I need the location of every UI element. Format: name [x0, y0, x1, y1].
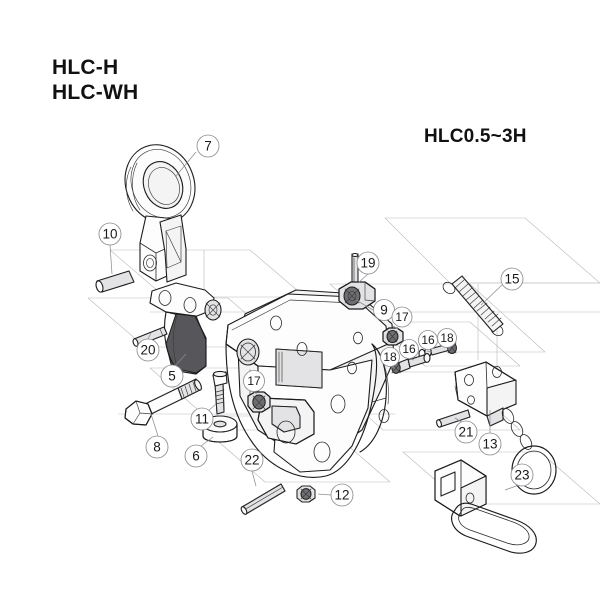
callout-17-lower-label: 17 — [247, 374, 261, 388]
callout-18-right-label: 18 — [440, 331, 454, 345]
callout-22[interactable]: 22 — [240, 448, 264, 472]
callout-12-label: 12 — [334, 488, 349, 503]
callout-17-upper[interactable]: 17 — [391, 306, 413, 328]
callout-10[interactable]: 10 — [98, 222, 122, 246]
part-hex-bolt-8 — [124, 378, 202, 426]
part-latch-assembly-13 — [454, 361, 557, 495]
callout-17-upper-label: 17 — [395, 310, 409, 324]
part-screw-11 — [212, 370, 228, 415]
part-nut-12 — [296, 485, 316, 503]
part-pin-21 — [436, 409, 471, 428]
callout-8[interactable]: 8 — [145, 435, 169, 459]
callout-21-label: 21 — [458, 425, 473, 440]
callout-16-left[interactable]: 16 — [399, 339, 419, 359]
callout-18-left-label: 18 — [383, 350, 397, 364]
part-pin-10 — [95, 270, 135, 293]
callout-19-label: 19 — [360, 256, 375, 271]
callout-11-label: 11 — [195, 412, 209, 427]
part-nut-9 — [338, 281, 376, 310]
page-title: HLC-H HLC-WH — [52, 56, 139, 104]
callout-16-left-label: 16 — [402, 342, 416, 356]
callout-7[interactable]: 7 — [196, 134, 220, 158]
callout-19[interactable]: 19 — [356, 251, 380, 275]
callout-10-label: 10 — [102, 227, 117, 242]
callout-9[interactable]: 9 — [373, 299, 395, 321]
part-shackle-eye-7 — [124, 144, 196, 283]
callout-21[interactable]: 21 — [454, 420, 478, 444]
callout-16-right-label: 16 — [421, 333, 435, 347]
part-cam-lever-5 — [149, 282, 222, 375]
part-screw-16-washer-18-left — [391, 353, 431, 374]
callout-20[interactable]: 20 — [136, 338, 160, 362]
callout-16-right[interactable]: 16 — [418, 330, 438, 350]
part-spring-15 — [442, 275, 504, 337]
callout-6-label: 6 — [192, 449, 200, 464]
callout-23-label: 23 — [514, 468, 529, 483]
callout-5-label: 5 — [168, 369, 176, 384]
part-nut-17-lower — [247, 391, 271, 413]
callout-23[interactable]: 23 — [510, 463, 534, 487]
callout-6[interactable]: 6 — [184, 444, 208, 468]
callout-20-label: 20 — [140, 343, 155, 358]
callout-22-label: 22 — [244, 453, 259, 468]
leader-lines — [109, 151, 520, 496]
callout-18-right[interactable]: 18 — [437, 328, 457, 348]
callout-17-lower[interactable]: 17 — [243, 370, 265, 392]
callout-12[interactable]: 12 — [330, 483, 354, 507]
callout-9-label: 9 — [380, 303, 388, 318]
part-nut-17-upper — [382, 327, 404, 346]
callout-11[interactable]: 11 — [190, 407, 214, 431]
callout-8-label: 8 — [153, 440, 161, 455]
callout-13[interactable]: 13 — [478, 432, 502, 456]
part-roll-pin-22 — [240, 483, 286, 515]
callout-18-left[interactable]: 18 — [380, 347, 400, 367]
clamp-body-main — [225, 289, 395, 478]
callout-15[interactable]: 15 — [500, 267, 524, 291]
callout-7-label: 7 — [204, 139, 212, 154]
part-handle-bail-23 — [434, 459, 537, 554]
callout-15-label: 15 — [504, 272, 519, 287]
callout-13-label: 13 — [482, 437, 497, 452]
model-range-label: HLC0.5~3H — [424, 126, 527, 147]
callout-balloons: 7 10 19 15 9 17 — [98, 134, 534, 507]
callout-5[interactable]: 5 — [160, 364, 184, 388]
